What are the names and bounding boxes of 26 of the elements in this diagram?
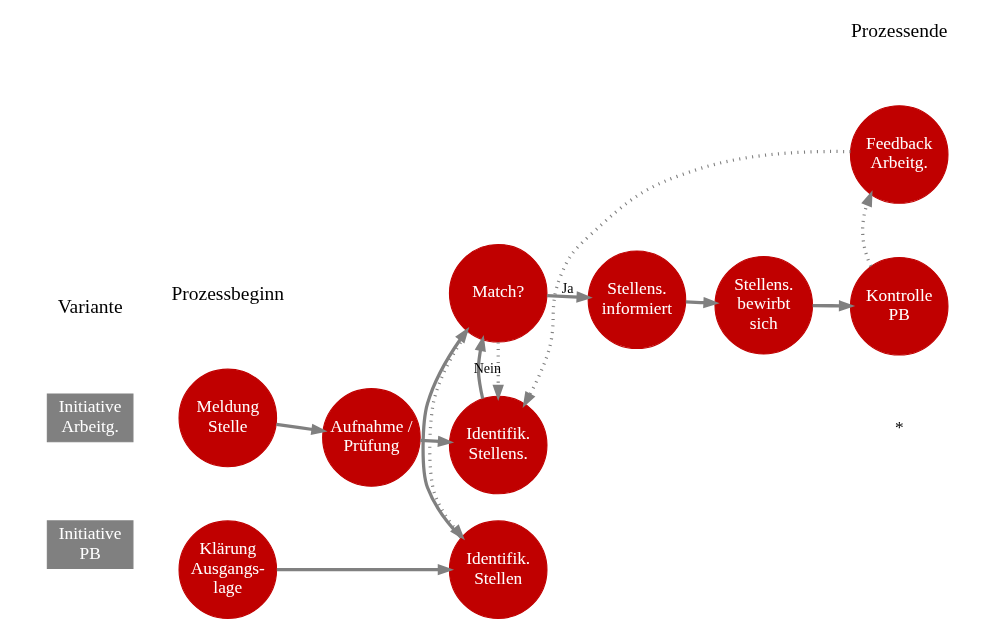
arrow	[276, 563, 455, 576]
arrow	[276, 422, 328, 435]
arrow	[546, 291, 593, 303]
arrow	[812, 300, 856, 312]
arrow	[522, 149, 851, 409]
label: Prozessende	[851, 19, 948, 41]
label: Variante	[57, 296, 123, 318]
node-box: Initiative PB	[46, 520, 134, 570]
node-circle: Stellens. bewirbt sich	[714, 255, 814, 355]
arrow	[492, 342, 504, 402]
arrow	[861, 190, 873, 267]
node-circle: Meldung Stelle	[178, 368, 278, 468]
node-circle: Feedback Arbeitg.	[849, 105, 949, 204]
arrow	[420, 435, 455, 448]
arrow	[474, 334, 486, 399]
label: Prozessbeginn	[171, 283, 285, 305]
edge-label: Nein	[473, 359, 502, 376]
node-box: Initiative Arbeitg.	[46, 393, 134, 443]
node-circle: Klärung Ausgangs- lage	[178, 520, 278, 619]
node-label: *	[894, 417, 904, 437]
node-circle: Identifik. Stellens.	[448, 395, 548, 495]
node-circle: Stellens. informiert	[587, 250, 687, 350]
node-circle: Kontrolle PB	[849, 256, 949, 356]
node-circle: Aufnahme / Prüfung	[322, 388, 421, 487]
edge-label: Ja	[561, 279, 574, 296]
arrow	[685, 296, 720, 309]
